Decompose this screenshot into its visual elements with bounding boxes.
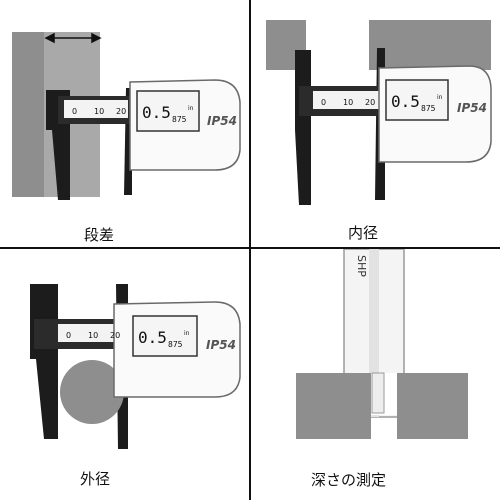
outer-illustration: 0 10 20 0.5 875 in IP54	[30, 284, 241, 449]
inner-illustration: 0 10 20 0.5 875 in IP54	[266, 20, 492, 205]
caliper-display	[385, 79, 449, 121]
caliper-scale	[64, 100, 128, 118]
rating-label: IP54	[207, 114, 237, 128]
caption-depth: 深さの測定	[311, 471, 387, 489]
scale-label-20: 20	[116, 107, 126, 116]
display-main-value: 0.5	[391, 92, 420, 111]
depth-probe	[371, 372, 385, 414]
scale-label-10: 10	[343, 98, 353, 107]
scale-label-0: 0	[72, 107, 77, 116]
step-illustration: 0 10 20 0.5 875 in IP54	[12, 32, 241, 200]
display-unit: in	[184, 330, 190, 337]
scale-label-20: 20	[110, 331, 120, 340]
panel-depth: SHP 深さの測定	[251, 249, 500, 496]
inner-block-right	[369, 20, 491, 70]
caliper-fixed-jaw	[30, 284, 58, 439]
panel-inner-diameter: 0 10 20 0.5 875 in IP54 内径	[251, 0, 500, 247]
display-fraction-value: 875	[172, 115, 187, 124]
panel-outer-diameter: 0 10 20 0.5 875 in IP54 外径	[0, 249, 249, 496]
caliper-fixed-jaw	[295, 50, 311, 205]
vertical-divider	[249, 0, 251, 500]
display-main-value: 0.5	[138, 328, 167, 347]
caption-inner-diameter: 内径	[348, 224, 379, 242]
caption-outer-diameter: 外径	[80, 470, 111, 488]
round-workpiece	[60, 360, 124, 424]
display-fraction-value: 875	[168, 340, 183, 349]
scale-label-0: 0	[66, 331, 71, 340]
scale-label-10: 10	[88, 331, 98, 340]
step-block-outer	[12, 32, 44, 197]
caliper-display	[136, 90, 200, 132]
display-unit: in	[437, 94, 443, 101]
depth-block-left	[296, 373, 371, 439]
depth-rod-groove	[369, 249, 379, 417]
step-width-arrow	[44, 32, 102, 44]
rating-label: IP54	[206, 338, 236, 352]
rating-label: IP54	[457, 101, 487, 115]
display-main-value: 0.5	[142, 103, 171, 122]
horizontal-divider	[0, 247, 500, 249]
caliper-scale	[313, 91, 381, 109]
rod-brand: SHP	[355, 255, 368, 277]
scale-label-10: 10	[94, 107, 104, 116]
depth-illustration: SHP	[296, 249, 468, 439]
caption-step: 段差	[84, 226, 115, 244]
depth-block-right	[397, 373, 468, 439]
display-fraction-value: 875	[421, 104, 436, 113]
display-unit: in	[188, 105, 194, 112]
caliper-scale	[58, 324, 122, 342]
panel-step: 0 10 20 0.5 875 in IP54 段差	[0, 0, 249, 247]
scale-label-20: 20	[365, 98, 375, 107]
scale-label-0: 0	[321, 98, 326, 107]
caliper-display	[132, 315, 198, 357]
